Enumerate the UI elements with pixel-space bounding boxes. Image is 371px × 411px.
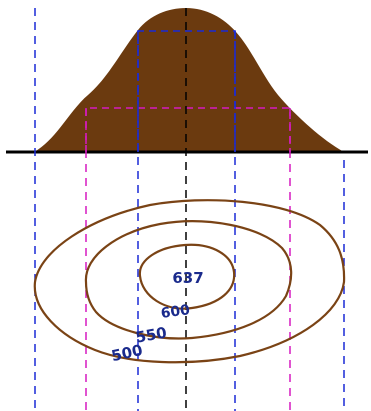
contour-line-600 bbox=[138, 243, 236, 310]
contour-line-500 bbox=[33, 199, 346, 364]
summit-elevation-label: 637 bbox=[172, 269, 203, 287]
hill-profile bbox=[8, 8, 344, 152]
contour-label-550: 550 bbox=[134, 323, 168, 346]
contour-label-600: 600 bbox=[160, 302, 191, 322]
contour-label-500: 500 bbox=[110, 341, 144, 365]
contour-line-550 bbox=[84, 220, 293, 340]
